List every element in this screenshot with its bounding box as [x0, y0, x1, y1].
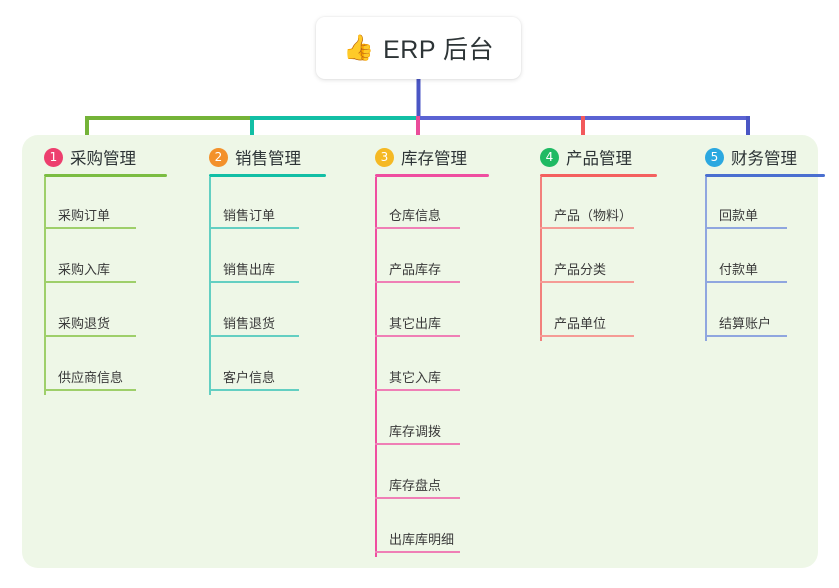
leaf-label: 库存调拨: [389, 424, 442, 439]
branch-number-badge: 4: [540, 147, 559, 167]
leaf-label: 采购退货: [58, 316, 111, 331]
leaf-rule: [375, 551, 460, 553]
leaf-item[interactable]: 客户信息: [209, 357, 299, 391]
branch-number-badge: 3: [375, 147, 394, 167]
branch-header-rule: [44, 174, 167, 177]
leaf-item[interactable]: 采购入库: [44, 249, 136, 283]
leaf-rule: [375, 335, 460, 337]
leaf-rule: [44, 335, 136, 337]
leaf-rule: [375, 281, 460, 283]
leaf-rule: [705, 281, 787, 283]
branch-header-rule: [540, 174, 657, 177]
leaf-label: 供应商信息: [58, 370, 124, 385]
leaf-label: 销售订单: [223, 208, 276, 223]
leaf-label: 其它出库: [389, 316, 442, 331]
leaf-rule: [375, 443, 460, 445]
branch-spine: [540, 177, 542, 341]
leaf-rule: [375, 389, 460, 391]
leaf-rule: [209, 227, 299, 229]
leaf-label: 产品（物料）: [554, 208, 633, 223]
leaf-rule: [705, 335, 787, 337]
leaf-rule: [44, 281, 136, 283]
leaf-label: 销售出库: [223, 262, 276, 277]
branch-spine: [44, 177, 46, 395]
leaf-item[interactable]: 库存调拨: [375, 411, 460, 445]
leaf-label: 结算账户: [719, 316, 772, 331]
leaf-rule: [705, 227, 787, 229]
branch-header-1[interactable]: 1 采购管理: [44, 145, 136, 169]
leaf-rule: [540, 335, 634, 337]
leaf-label: 产品分类: [554, 262, 607, 277]
leaf-rule: [209, 281, 299, 283]
leaf-label: 产品单位: [554, 316, 607, 331]
leaf-label: 采购订单: [58, 208, 111, 223]
branch-spine: [705, 177, 707, 341]
branch-header-5[interactable]: 5 财务管理: [705, 145, 797, 169]
branch-number-badge: 5: [705, 147, 724, 167]
leaf-item[interactable]: 产品（物料）: [540, 195, 634, 229]
leaf-rule: [209, 389, 299, 391]
leaf-item[interactable]: 产品单位: [540, 303, 634, 337]
branch-header-4[interactable]: 4 产品管理: [540, 145, 632, 169]
leaf-rule: [209, 335, 299, 337]
branch-header-2[interactable]: 2 销售管理: [209, 145, 301, 169]
branch-number-badge: 2: [209, 147, 228, 167]
root-title: ERP 后台: [383, 36, 495, 64]
leaf-item[interactable]: 回款单: [705, 195, 787, 229]
leaf-rule: [44, 389, 136, 391]
leaf-rule: [375, 497, 460, 499]
leaf-label: 产品库存: [389, 262, 442, 277]
leaf-item[interactable]: 产品库存: [375, 249, 460, 283]
leaf-rule: [540, 281, 634, 283]
leaf-item[interactable]: 付款单: [705, 249, 787, 283]
leaf-item[interactable]: 结算账户: [705, 303, 787, 337]
branch-header-3[interactable]: 3 库存管理: [375, 145, 467, 169]
branch-title: 库存管理: [401, 150, 467, 168]
branch-spine: [375, 177, 377, 557]
branch-title: 销售管理: [235, 150, 301, 168]
branch-title: 财务管理: [731, 150, 797, 168]
leaf-rule: [44, 227, 136, 229]
branch-header-rule: [209, 174, 326, 177]
leaf-label: 回款单: [719, 208, 759, 223]
leaf-item[interactable]: 仓库信息: [375, 195, 460, 229]
branch-spine: [209, 177, 211, 395]
leaf-rule: [540, 227, 634, 229]
leaf-rule: [375, 227, 460, 229]
leaf-item[interactable]: 采购订单: [44, 195, 136, 229]
leaf-item[interactable]: 其它入库: [375, 357, 460, 391]
leaf-label: 客户信息: [223, 370, 276, 385]
leaf-item[interactable]: 其它出库: [375, 303, 460, 337]
leaf-item[interactable]: 采购退货: [44, 303, 136, 337]
thumbs-up-icon: 👍: [342, 33, 375, 62]
leaf-item[interactable]: 销售退货: [209, 303, 299, 337]
root-node[interactable]: 👍 ERP 后台: [316, 17, 521, 79]
branch-number-badge: 1: [44, 147, 63, 167]
leaf-item[interactable]: 销售订单: [209, 195, 299, 229]
branch-header-rule: [375, 174, 489, 177]
leaf-label: 销售退货: [223, 316, 276, 331]
leaf-label: 采购入库: [58, 262, 111, 277]
leaf-label: 其它入库: [389, 370, 442, 385]
branches-panel: 1 采购管理采购订单采购入库采购退货供应商信息 2 销售管理销售订单销售出库销售退货客…: [22, 135, 825, 568]
branch-title: 采购管理: [70, 150, 136, 168]
branch-title: 产品管理: [566, 150, 632, 168]
leaf-label: 付款单: [719, 262, 759, 277]
leaf-item[interactable]: 产品分类: [540, 249, 634, 283]
leaf-label: 库存盘点: [389, 478, 442, 493]
leaf-label: 出库库明细: [389, 532, 455, 547]
leaf-item[interactable]: 销售出库: [209, 249, 299, 283]
leaf-item[interactable]: 库存盘点: [375, 465, 460, 499]
branch-header-rule: [705, 174, 825, 177]
leaf-item[interactable]: 出库库明细: [375, 519, 460, 553]
leaf-item[interactable]: 供应商信息: [44, 357, 136, 391]
leaf-label: 仓库信息: [389, 208, 442, 223]
